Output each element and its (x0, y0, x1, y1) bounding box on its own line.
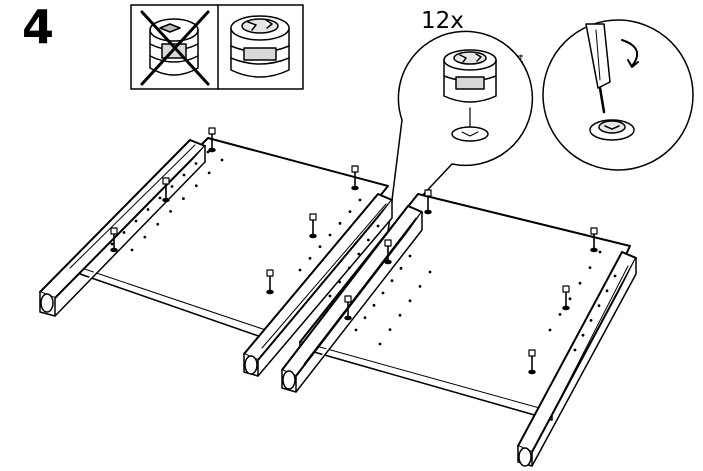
hole (194, 184, 198, 188)
cam-bolt (590, 227, 598, 253)
hole (338, 221, 342, 225)
cam-bolt (266, 269, 274, 295)
hole (381, 291, 385, 295)
hole (613, 274, 617, 278)
hole (376, 224, 380, 228)
cam-lock-detail (443, 49, 497, 142)
hole (156, 222, 160, 226)
cam-bolts (110, 127, 598, 375)
detail-callout-cam-lock (387, 30, 534, 233)
hole (589, 319, 593, 322)
hole (372, 303, 376, 307)
hole (418, 285, 422, 288)
cam-bolt (162, 177, 170, 203)
hole (548, 328, 552, 332)
cam-bolt (208, 127, 216, 153)
hole (143, 235, 147, 239)
hole (363, 316, 367, 320)
hole (357, 252, 361, 256)
hole (388, 328, 392, 331)
hole (390, 279, 394, 283)
cam-bolt (351, 165, 359, 191)
cam-bolt (110, 227, 118, 253)
hole (598, 250, 602, 254)
hole (207, 171, 211, 175)
cam-bolt (528, 349, 536, 375)
cam-bolt (562, 285, 570, 311)
hole (578, 281, 582, 285)
hole (130, 248, 134, 252)
rotate-arrow-icon (621, 39, 639, 68)
hole (367, 238, 370, 242)
hole (428, 270, 432, 274)
dowel-holes (110, 150, 617, 352)
hole (558, 313, 562, 316)
hole (328, 233, 332, 237)
hole (169, 210, 172, 213)
hole (597, 304, 601, 307)
hole (408, 254, 412, 258)
hole (348, 210, 352, 214)
hole (194, 162, 198, 165)
hole (399, 266, 403, 270)
cam-bolt (424, 189, 432, 215)
hole (398, 313, 402, 317)
hole (206, 150, 210, 154)
hole (134, 219, 138, 223)
hole (298, 268, 302, 272)
cam-bolt (309, 213, 317, 239)
hole (170, 185, 174, 188)
wrong-orientation-cam-lock-icon (140, 10, 210, 86)
quantity-label: 12x (421, 8, 464, 34)
step-number: 4 (22, 0, 55, 54)
cam-bolt (384, 239, 392, 265)
right-frame-panel (281, 193, 637, 467)
hole (581, 333, 585, 337)
hole (347, 266, 351, 270)
hole (146, 208, 150, 211)
hole (328, 294, 332, 298)
cam-lock-top-view (589, 119, 635, 141)
hole (182, 173, 186, 177)
hole (122, 231, 126, 234)
hole (378, 342, 382, 346)
hole (568, 297, 572, 301)
left-frame-panel (39, 137, 393, 377)
hole (573, 348, 577, 352)
hole (605, 289, 609, 293)
hole (220, 158, 224, 162)
hole (308, 256, 312, 260)
hole (354, 328, 358, 332)
hole (182, 197, 185, 200)
cam-bolt (344, 295, 352, 321)
correct-orientation-cam-lock-icon (230, 15, 290, 78)
hole (358, 198, 362, 202)
hole (408, 299, 412, 303)
detail-callout-screwdriver (542, 19, 694, 171)
hole (338, 280, 341, 284)
hole (588, 266, 592, 269)
hole (318, 245, 322, 249)
hole (110, 242, 114, 246)
hole (158, 196, 162, 200)
screwdriver-icon (585, 23, 611, 114)
